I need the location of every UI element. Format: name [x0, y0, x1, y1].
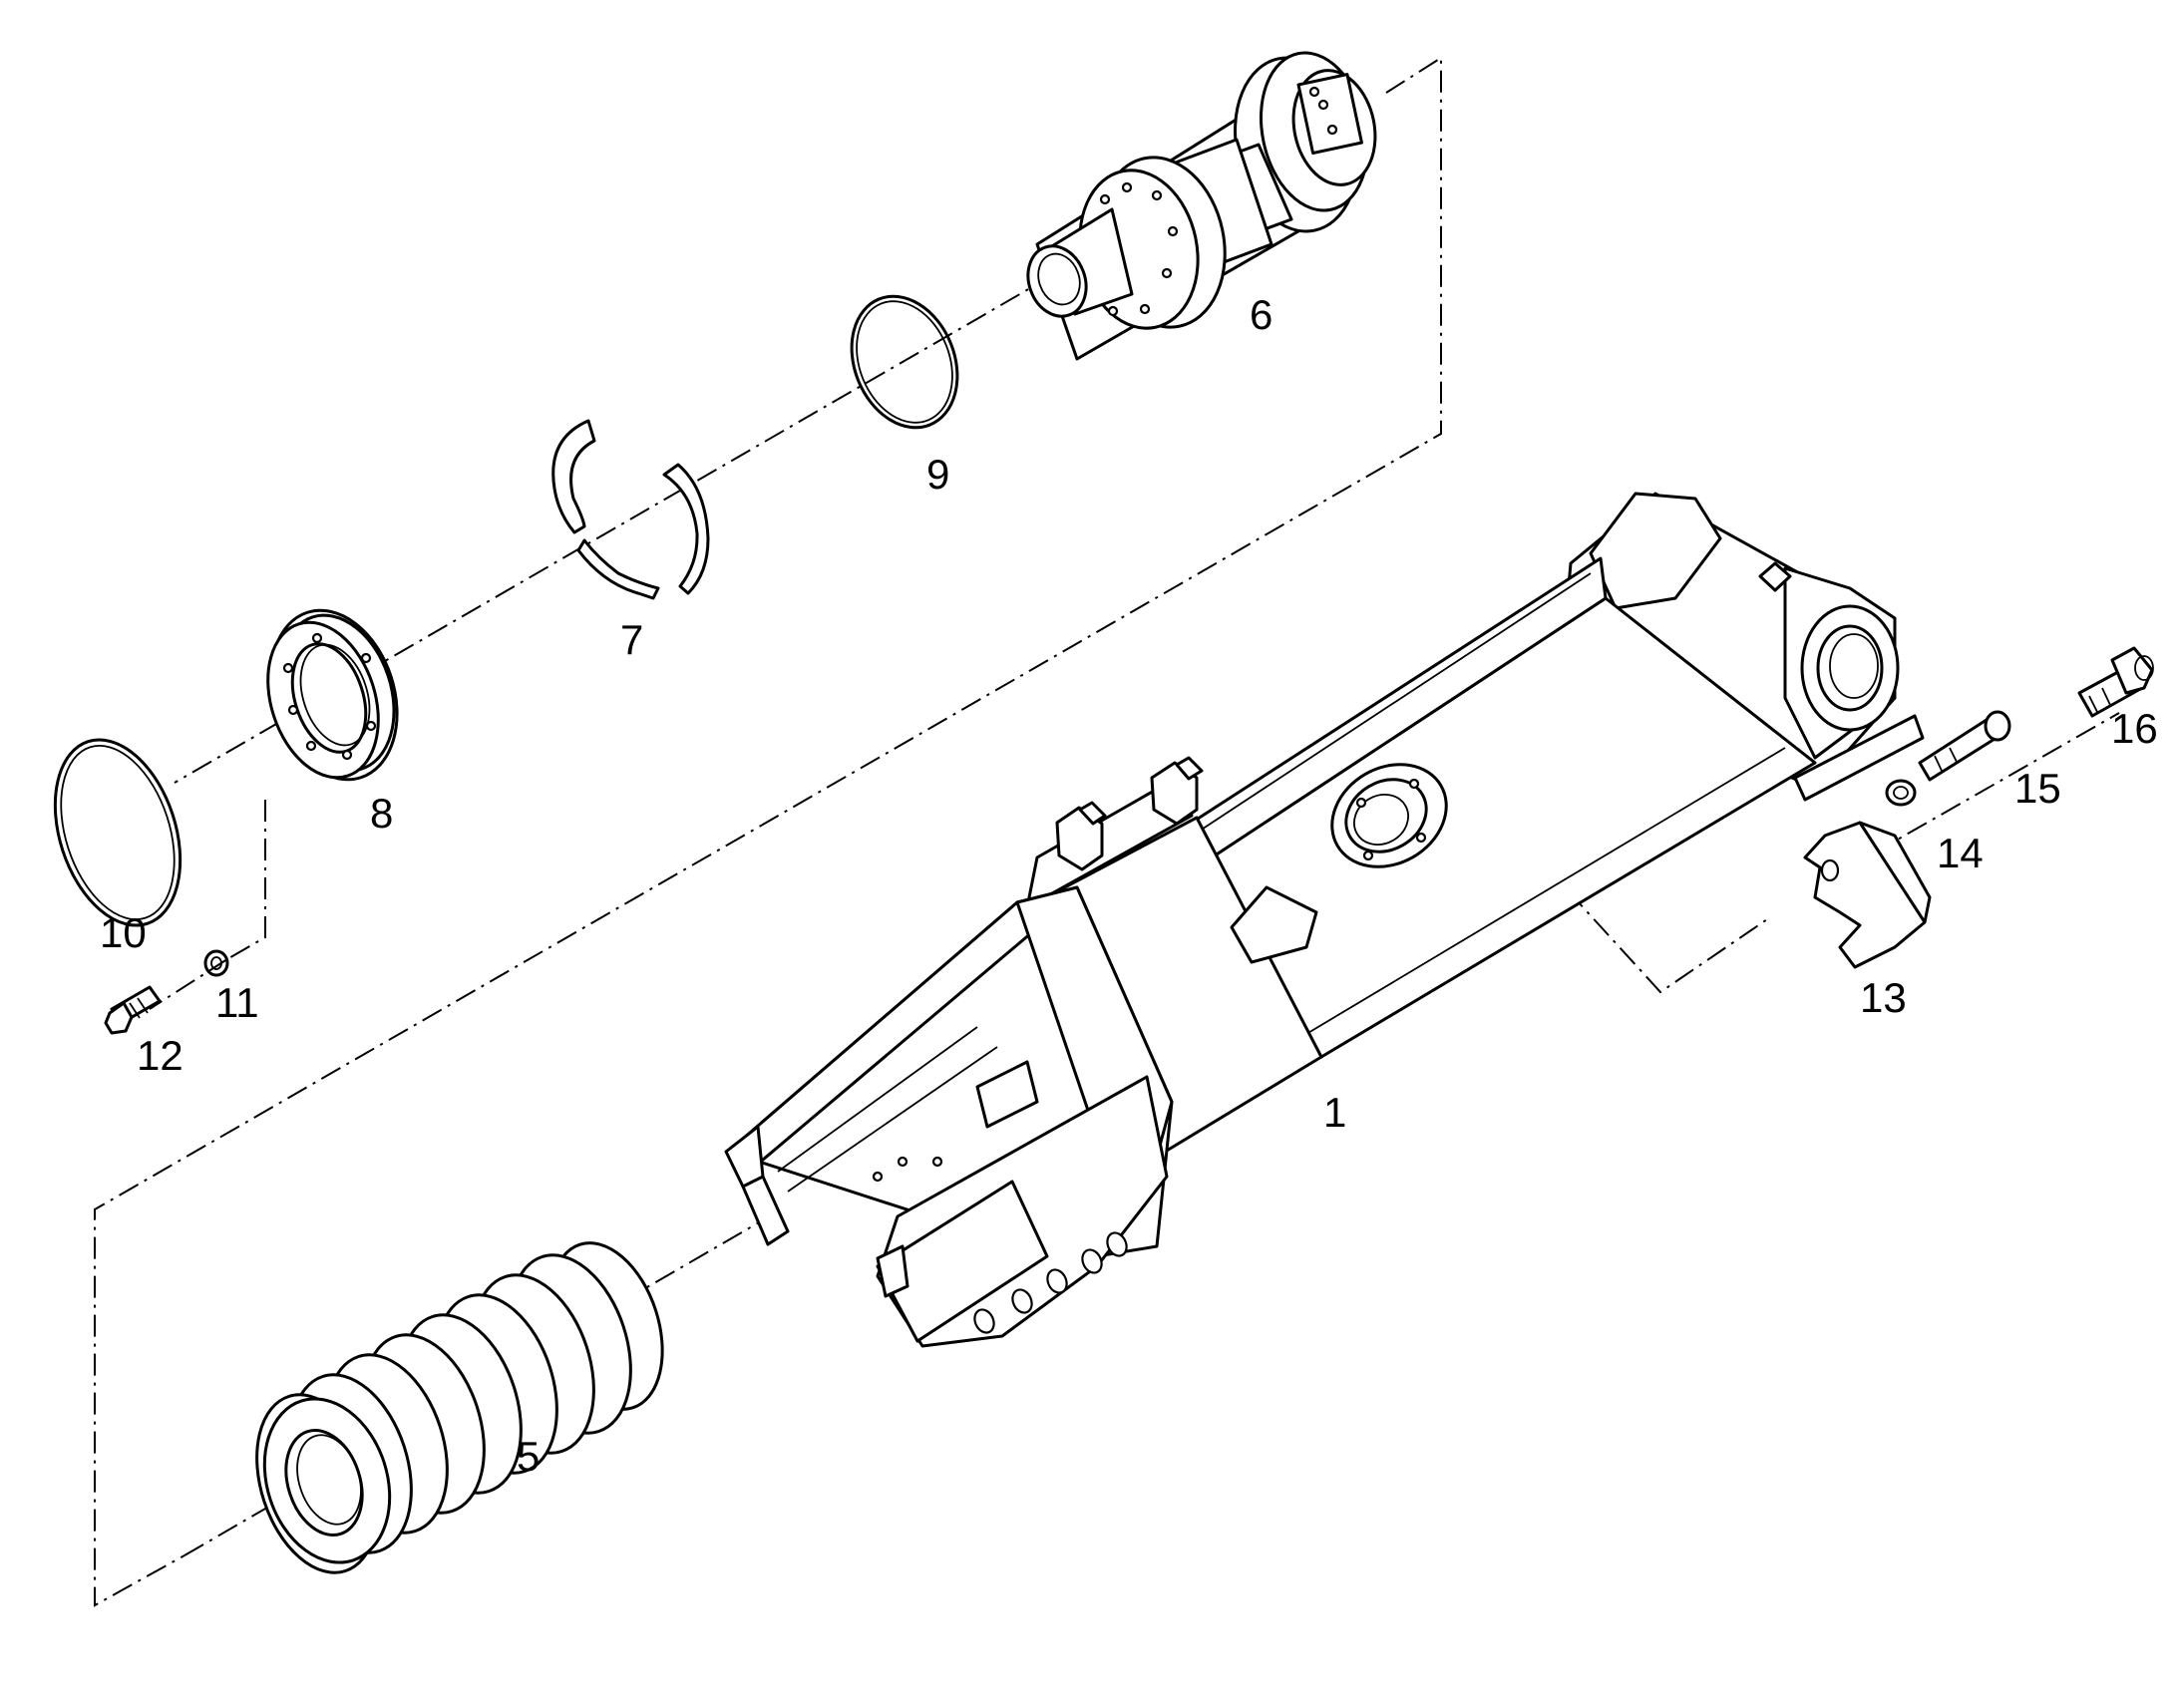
label-part-5: 5 [517, 1433, 540, 1480]
item-labels: 1 5 6 7 8 9 10 11 12 13 14 15 16 [100, 291, 2158, 1480]
label-part-16: 16 [2111, 705, 2158, 752]
label-part-9: 9 [926, 451, 949, 498]
label-part-8: 8 [370, 790, 393, 837]
part-11-washer [203, 949, 229, 977]
label-part-14: 14 [1937, 830, 1984, 876]
part-9-o-ring [850, 294, 959, 430]
part-12-bolt [104, 985, 162, 1035]
label-part-1: 1 [1323, 1089, 1346, 1136]
part-7-split-ring [551, 419, 710, 600]
label-part-6: 6 [1250, 291, 1272, 338]
part-10-o-ring [53, 738, 182, 927]
part-13-clamp [1803, 821, 1932, 969]
label-part-12: 12 [137, 1032, 183, 1079]
label-part-15: 15 [2014, 765, 2061, 812]
label-part-13: 13 [1860, 974, 1907, 1021]
part-16-grease-fitting [2077, 646, 2154, 718]
label-part-11: 11 [215, 979, 259, 1026]
label-part-7: 7 [620, 616, 643, 663]
part-15-bolt [1918, 710, 2011, 782]
part-1-main-body [724, 492, 1925, 1348]
part-6-piston-assembly [1026, 51, 1377, 361]
part-14-washer [1885, 779, 1917, 807]
part-8-seal-housing [266, 608, 399, 782]
part-5-bellows [255, 1241, 664, 1574]
label-part-10: 10 [100, 909, 147, 956]
